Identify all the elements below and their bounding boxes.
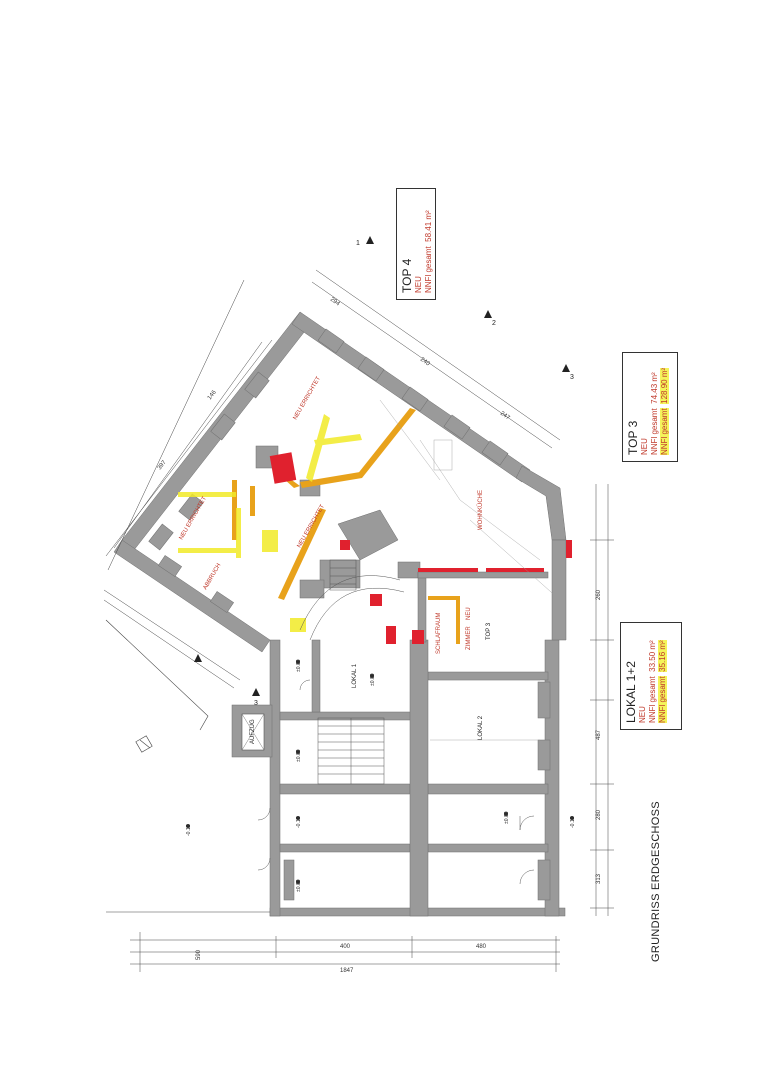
level-label: ±0.00 — [504, 811, 510, 824]
room-label-schlafraum: SCHLAFRAUM — [436, 612, 442, 654]
unit-area-label: NNFl gesamt — [648, 676, 657, 723]
demolition-elements — [269, 452, 572, 644]
unit-second-value: 128.90 m² — [660, 367, 669, 404]
site-boundary — [105, 619, 270, 913]
unit-status: NEU — [638, 706, 647, 723]
room-label-wohnkueche: WOHNKÜCHE — [478, 490, 484, 530]
section-marker-3a: 3 — [570, 374, 574, 381]
room-label-lokal1: LOKAL 1 — [352, 663, 358, 688]
dimension-lines — [103, 269, 614, 972]
svg-text:397: 397 — [157, 459, 168, 471]
unit-area-value: 74.43 m² — [650, 372, 659, 404]
unit-box-top4: TOP 4 NEU NNFl gesamt 58.41 m² — [396, 188, 436, 300]
sheet-title: GRUNDRISS ERDGESCHOSS — [650, 801, 662, 962]
level-label: ±0.00 — [296, 879, 302, 892]
level-label: -0.16 — [186, 824, 192, 836]
level-label: -0.16 — [570, 816, 576, 828]
upper-wing-walls — [113, 311, 567, 653]
elevator-shaft — [231, 704, 273, 758]
room-label-aufzug: AUFZUG — [250, 719, 256, 744]
svg-text:280: 280 — [596, 809, 602, 820]
svg-text:400: 400 — [340, 944, 351, 950]
unit-title: TOP 4 — [400, 258, 414, 293]
highlight-zones — [178, 414, 362, 632]
curved-entry — [299, 559, 405, 641]
svg-text:480: 480 — [476, 944, 487, 950]
stair — [317, 717, 385, 785]
section-marker-1: 1 — [356, 240, 360, 247]
svg-text:146: 146 — [207, 389, 218, 401]
svg-text:487: 487 — [596, 729, 602, 740]
unit-status: NEU — [414, 276, 423, 293]
unit-second-label: NNFl gesamt — [660, 408, 669, 455]
section-marker-3b: 3 — [254, 700, 258, 707]
svg-text:NEU ERRICHTET: NEU ERRICHTET — [297, 504, 327, 549]
svg-text:NEU: NEU — [466, 607, 472, 620]
level-label: ±0.00 — [296, 659, 302, 672]
level-label: ±0.00 — [296, 749, 302, 762]
interior-lines — [379, 399, 561, 741]
svg-text:294: 294 — [329, 297, 341, 308]
svg-text:240: 240 — [419, 357, 431, 368]
unit-area-value: 33.50 m² — [648, 640, 657, 672]
unit-status: NEU — [640, 438, 649, 455]
svg-text:247: 247 — [499, 411, 511, 422]
level-label: ±0.00 — [370, 673, 376, 686]
dimension-numbers: 590 400 480 1847 260 487 280 313 294 240… — [157, 297, 602, 974]
section-marker-2: 2 — [492, 320, 496, 327]
level-markers — [186, 660, 574, 884]
svg-text:260: 260 — [596, 589, 602, 600]
svg-text:ABBRUCH: ABBRUCH — [203, 563, 223, 591]
unit-second-label: NNFl gesamt — [658, 676, 667, 723]
svg-text:313: 313 — [596, 873, 602, 884]
room-label-lokal2: LOKAL 2 — [478, 715, 484, 740]
unit-title: LOKAL 1+2 — [624, 661, 638, 723]
door-swings — [257, 679, 535, 885]
room-label-top3: TOP 3 — [486, 622, 492, 640]
svg-text:1847: 1847 — [340, 968, 354, 974]
unit-area-label: NNFl gesamt — [650, 408, 659, 455]
svg-text:590: 590 — [196, 949, 202, 960]
level-label: -0.16 — [296, 816, 302, 828]
unit-area-value: 58.41 m² — [424, 210, 433, 242]
svg-text:NEU ERRICHTET: NEU ERRICHTET — [293, 376, 323, 421]
room-label-zimmer: ZIMMER — [466, 626, 472, 650]
unit-box-top3: TOP 3 NEU NNFl gesamt 74.43 m² NNFl gesa… — [622, 352, 678, 462]
unit-area-label: NNFl gesamt — [424, 246, 433, 293]
unit-second-value: 35.16 m² — [658, 640, 667, 672]
unit-box-lokal: LOKAL 1+2 NEU NNFl gesamt 33.50 m² NNFl … — [620, 622, 682, 730]
unit-title: TOP 3 — [626, 420, 640, 455]
section-markers — [194, 236, 570, 696]
lower-building-walls — [269, 639, 566, 917]
